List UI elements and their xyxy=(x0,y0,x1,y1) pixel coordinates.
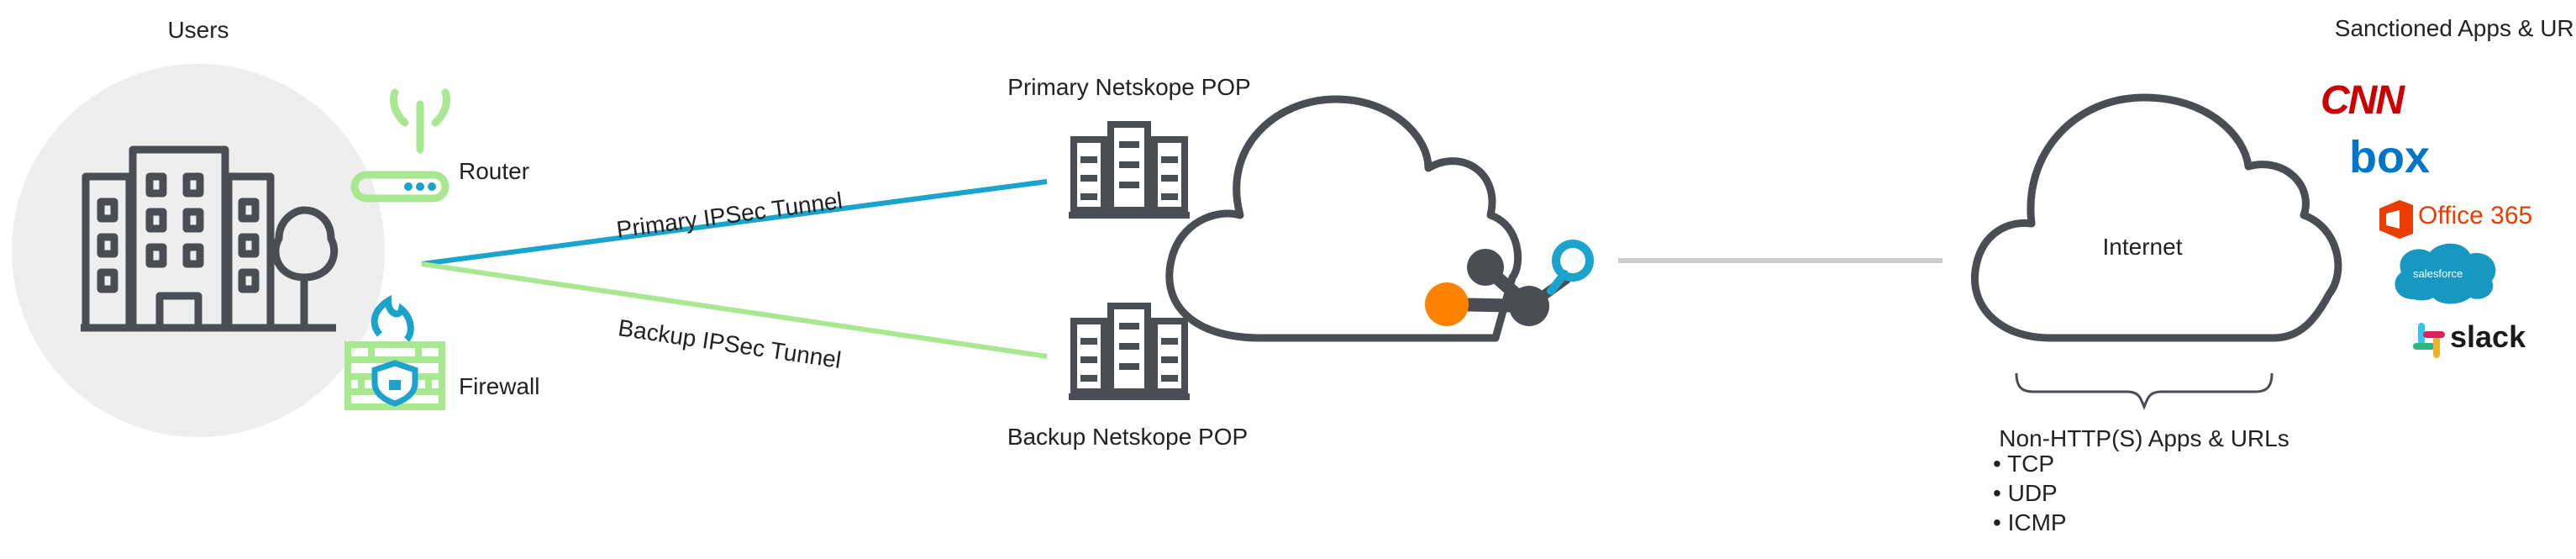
cnn-logo: CNN xyxy=(2321,78,2405,123)
primary-pop-server-icon xyxy=(1069,121,1190,219)
backup-pop-label: Backup Netskope POP xyxy=(1007,424,1249,450)
office365-icon xyxy=(2379,200,2413,239)
protocol-item: TCP xyxy=(1993,449,2067,478)
sanctioned-apps-label: Sanctioned Apps & URLs xyxy=(2334,15,2576,41)
box-logo: box xyxy=(2349,132,2431,182)
router-icon xyxy=(350,88,450,203)
backup-tunnel-line xyxy=(421,261,1048,359)
netskope-cloud-icon xyxy=(1165,95,1522,342)
router-led-dots xyxy=(404,182,436,191)
firewall-icon xyxy=(344,294,445,410)
slack-mark-icon xyxy=(2413,323,2445,358)
primary-tunnel-line xyxy=(421,179,1048,266)
office365-logo: Office 365 xyxy=(2418,202,2533,229)
users-label: Users xyxy=(167,17,229,43)
backup-pop-server-icon xyxy=(1069,303,1190,400)
internet-cloud-icon xyxy=(1971,93,2342,342)
router-label: Router xyxy=(459,158,530,184)
internet-label: Internet xyxy=(2102,234,2183,260)
protocol-item: ICMP xyxy=(1993,508,2067,537)
non-http-label: Non-HTTP(S) Apps & URLs xyxy=(1999,425,2289,451)
salesforce-logo: salesforce xyxy=(2413,267,2463,280)
salesforce-cloud-icon xyxy=(2395,243,2496,304)
non-http-brace xyxy=(2015,372,2274,411)
primary-pop-label: Primary Netskope POP xyxy=(1007,74,1251,100)
netskope-logo-icon xyxy=(1425,240,1594,326)
office-building-icon xyxy=(81,145,339,332)
firewall-label: Firewall xyxy=(459,373,540,399)
slack-logo: slack xyxy=(2450,319,2526,354)
protocol-item: UDP xyxy=(1993,478,2067,508)
protocol-list: TCP UDP ICMP xyxy=(1993,449,2067,537)
